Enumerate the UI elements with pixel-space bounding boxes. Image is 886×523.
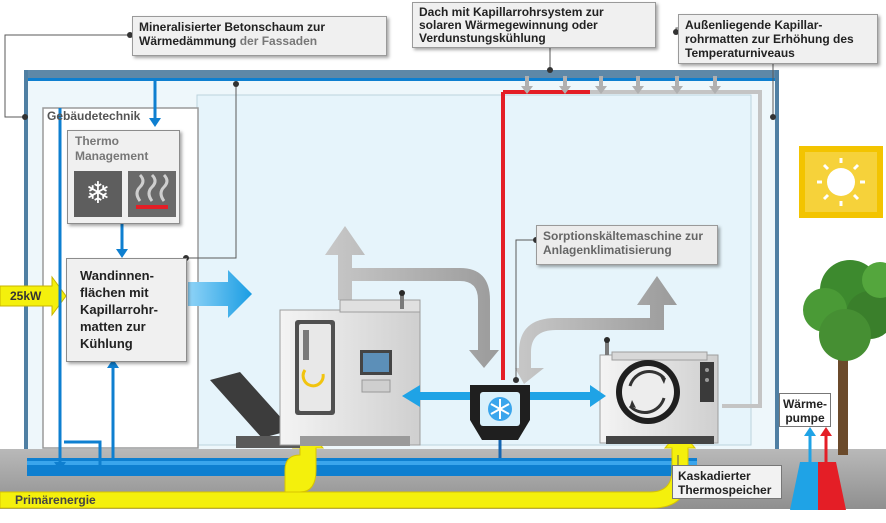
heat-pump-blue [790, 462, 818, 510]
callout-leaders [4, 27, 774, 470]
primary-energy-label: Primärenergie [15, 493, 96, 507]
wall-panel-line5: Kühlung [80, 336, 133, 351]
roof-callout-line3: Verdunstungskühlung [419, 31, 546, 45]
wall-panel-line1: Wandinnen- [80, 268, 154, 283]
outer-callout-line2: rohrmatten zur Erhöhung des [685, 32, 854, 46]
wall-panel-line4: matten zur [80, 319, 146, 334]
snowflake-icon: ❄ [74, 171, 122, 217]
thermo-management-panel: Thermo Management ❄ [67, 130, 180, 224]
sun-icon [799, 146, 883, 218]
machine-tool-graphic [210, 290, 421, 448]
floor-water-pipe-highlight [27, 461, 697, 465]
tech-pipe-loop [64, 440, 102, 466]
outer-callout-line3: Temperaturniveaus [685, 46, 795, 60]
thermo-title-line1: Thermo [75, 134, 120, 148]
roof-to-thermo-arrowhead [149, 118, 161, 127]
heat-pump-line1: Wärme- [782, 397, 827, 411]
roof-drip-arrows [521, 76, 721, 94]
floor-water-pipe [27, 458, 697, 476]
facade-callout-line2: Wärmedämmung der Fassaden [139, 34, 380, 48]
heat-pump-line2: pumpe [785, 411, 825, 425]
facade-callout-line2a: Wärmedämmung [139, 34, 237, 48]
heat-pump-label: Wärme- pumpe [779, 393, 831, 427]
roof-callout-line2: solaren Wärmegewinnung oder [419, 18, 598, 32]
heat-exchanger-graphic [470, 385, 530, 440]
facade-callout-line2b: der Fassaden [239, 34, 318, 48]
tech-pipe-up-head [107, 359, 119, 368]
sorption-heat-arrow [515, 276, 677, 384]
roof-water-pipe [24, 78, 779, 81]
wall-capillary-panel: Wandinnen- flächen mit Kapillarrohr- mat… [66, 258, 187, 362]
thermo-title-line2: Management [75, 149, 149, 163]
wall-cooling-arrow [188, 270, 252, 318]
outer-capillary-callout: Außenliegende Kapillar- rohrmatten zur E… [678, 14, 878, 64]
sorption-callout-line2: Anlagenklimatisierung [543, 243, 672, 257]
roof-slab [24, 70, 779, 78]
machine-heat-arrow [325, 226, 499, 368]
wall-panel-line2: flächen mit [80, 285, 149, 300]
tech-pipe-down-head [116, 249, 128, 258]
tech-pipe-left-head [54, 462, 66, 471]
sorption-chiller-graphic [599, 337, 719, 444]
left-wall [24, 70, 28, 454]
facade-callout-line1: Mineralisierter Betonschaum zur [139, 20, 326, 34]
facade-callout: Mineralisierter Betonschaum zur Wärmedäm… [132, 16, 387, 56]
sorption-callout: Sorptionskältemaschine zur Anlagenklimat… [536, 225, 718, 265]
storage-line2: Thermospeicher [678, 483, 772, 497]
tree-icon [803, 260, 886, 455]
outer-callout-line1: Außenliegende Kapillar- [685, 18, 823, 32]
heat-pump-blue-head [804, 427, 816, 436]
heat-pump-red-head [820, 427, 832, 436]
thermal-storage-label: Kaskadierter Thermospeicher [672, 465, 782, 499]
wall-panel-line3: Kapillarrohr- [80, 302, 159, 317]
heating-icon-graphic [135, 173, 169, 209]
storage-line1: Kaskadierter [678, 469, 751, 483]
power-input-label: 25kW [10, 289, 42, 303]
roof-callout: Dach mit Kapillarrohrsystem zur solaren … [412, 2, 656, 48]
tech-room-label: Gebäudetechnik [47, 109, 141, 123]
exchanger-left-arrow [402, 385, 470, 407]
heat-pump-red [818, 462, 846, 510]
exchanger-right-arrow [530, 385, 606, 407]
roof-callout-line1: Dach mit Kapillarrohrsystem zur [419, 5, 604, 19]
right-wall [775, 70, 779, 454]
sorption-callout-line1: Sorptionskältemaschine zur [543, 229, 704, 243]
heating-icon [128, 171, 176, 217]
